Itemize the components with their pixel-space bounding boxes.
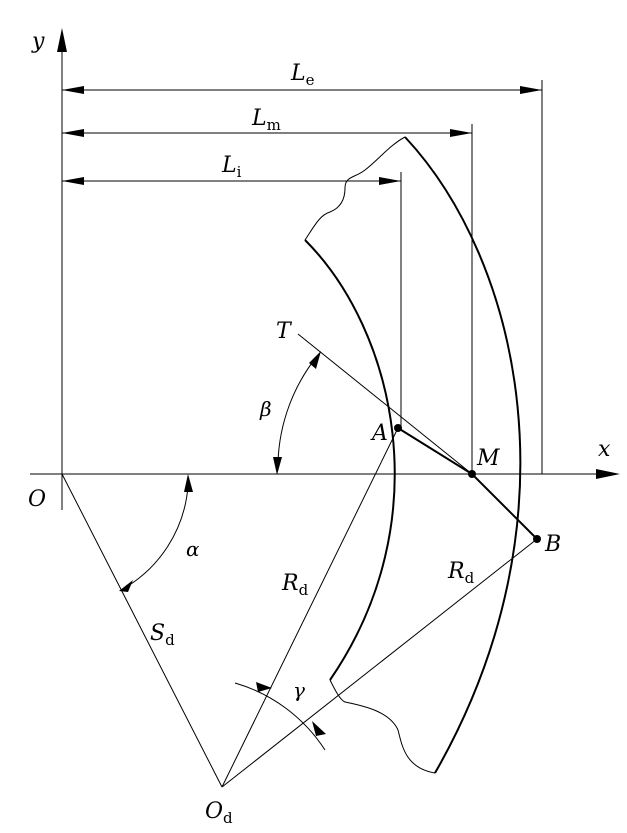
label-x-axis: x <box>598 437 611 462</box>
beta-arc <box>277 354 319 463</box>
label-rd-left: Rd <box>281 571 309 599</box>
line-o-od <box>61 473 223 788</box>
label-rd-right: Rd <box>447 559 475 587</box>
tangent-line-t <box>297 333 473 475</box>
line-od-a <box>221 427 399 788</box>
label-beta: β <box>259 397 272 421</box>
label-origin: O <box>28 487 46 512</box>
gamma-arrow-left <box>256 682 272 692</box>
outer-arc <box>404 136 522 774</box>
chord-a-m-b <box>397 427 538 540</box>
point-a <box>394 424 402 432</box>
gamma-arc <box>234 682 326 751</box>
alpha-arrow-lower <box>119 580 133 592</box>
alpha-arc <box>120 485 189 591</box>
alpha-arrow-upper <box>184 474 193 492</box>
label-b: B <box>544 532 561 557</box>
line-od-b <box>221 538 538 788</box>
beta-arrow-lower <box>273 457 282 475</box>
label-sd: Sd <box>150 621 175 649</box>
point-b <box>533 535 541 543</box>
label-m: M <box>476 446 500 471</box>
label-y-axis: y <box>31 29 45 54</box>
label-alpha: α <box>186 537 200 561</box>
dimension-li <box>62 177 401 185</box>
point-m <box>468 470 476 478</box>
label-gamma: γ <box>293 678 305 702</box>
label-li: Li <box>221 153 242 181</box>
label-t: T <box>276 319 293 344</box>
label-od: Od <box>205 799 233 827</box>
dimension-lm <box>62 129 472 137</box>
x-axis-arrow <box>596 469 620 479</box>
bottom-break-line <box>329 679 436 774</box>
gamma-arrow-right <box>312 721 326 736</box>
inner-arc <box>304 239 396 681</box>
label-le: Le <box>290 61 315 89</box>
label-a: A <box>370 421 388 446</box>
beta-arrow-upper <box>309 351 321 369</box>
top-break-line <box>304 136 406 241</box>
y-axis-arrow <box>57 28 67 52</box>
dimension-le <box>62 86 542 94</box>
label-lm: Lm <box>251 106 281 134</box>
